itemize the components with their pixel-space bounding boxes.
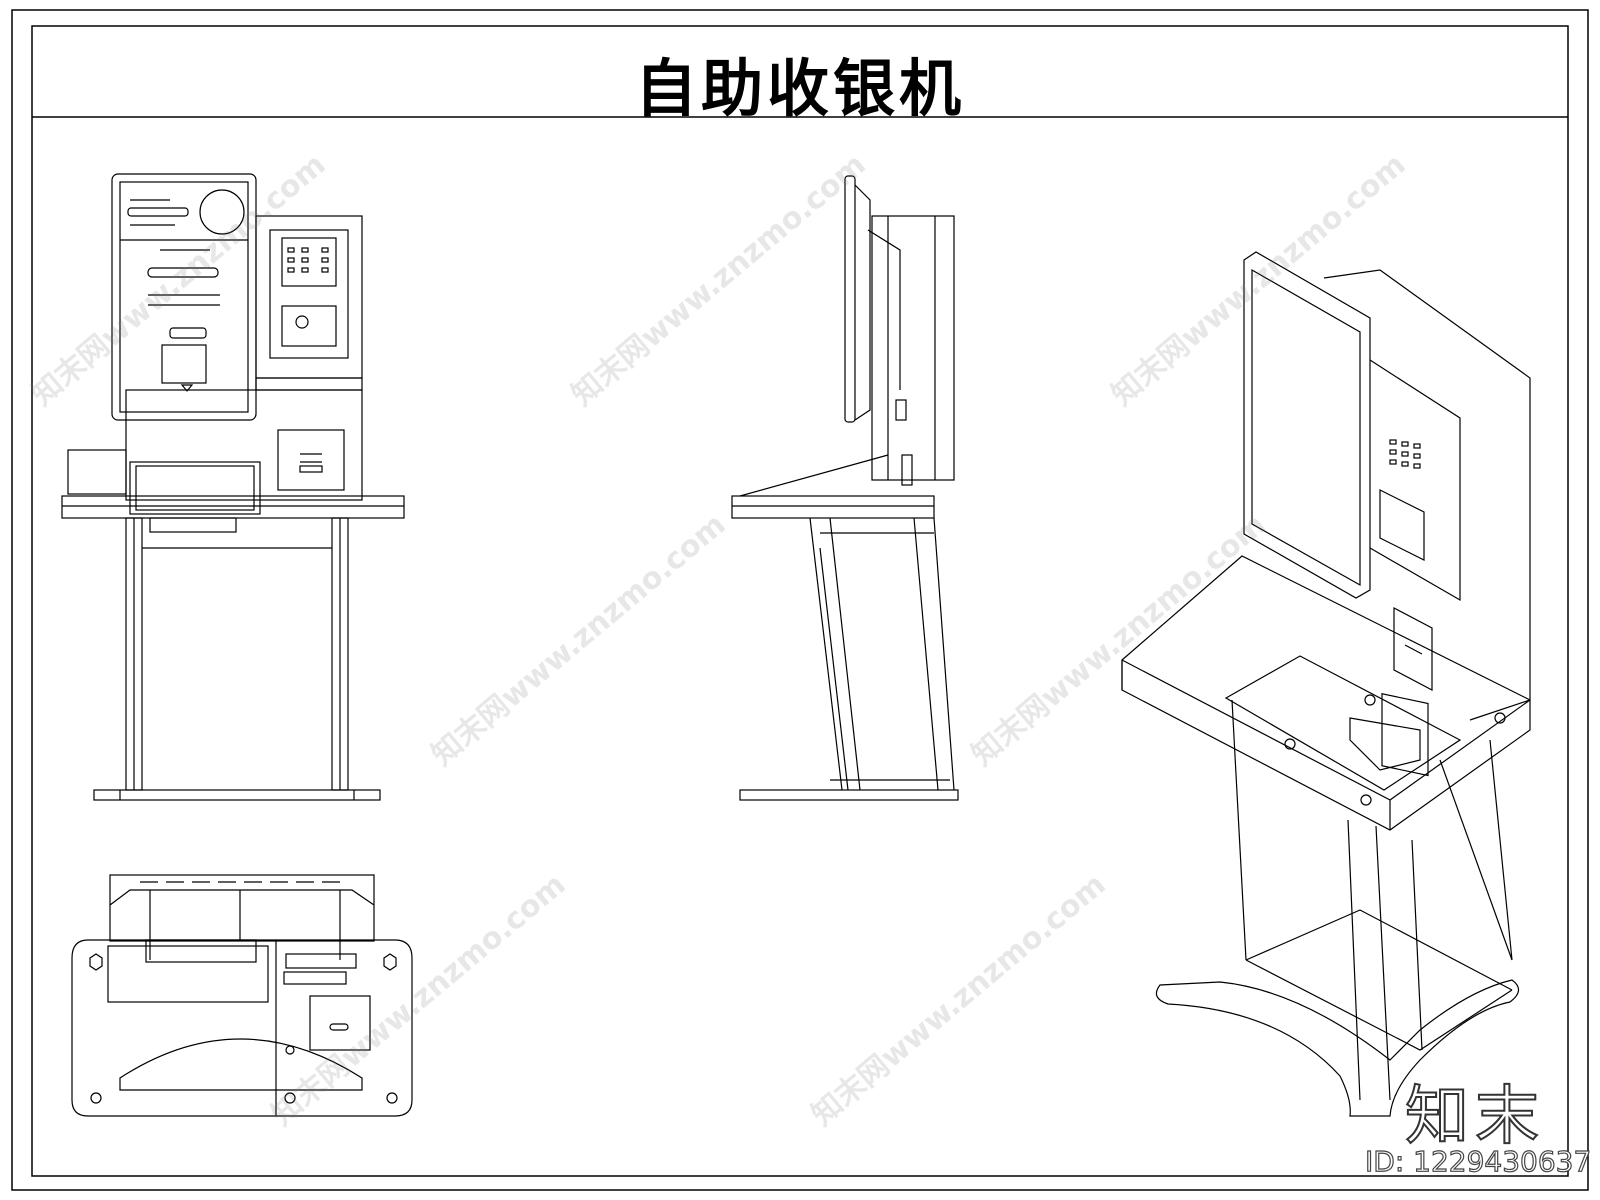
brand-logo-text: 知末 <box>1404 1079 1545 1155</box>
image-id: ID: 1229430637 <box>1364 1144 1592 1178</box>
outer-frame <box>11 9 1589 1191</box>
page-title: 自助收银机 <box>634 52 965 125</box>
isometric-view <box>1121 251 1531 1117</box>
side-view <box>731 175 959 801</box>
top-view <box>71 874 413 1117</box>
inner-frame <box>31 25 1569 1177</box>
front-view <box>61 173 405 801</box>
